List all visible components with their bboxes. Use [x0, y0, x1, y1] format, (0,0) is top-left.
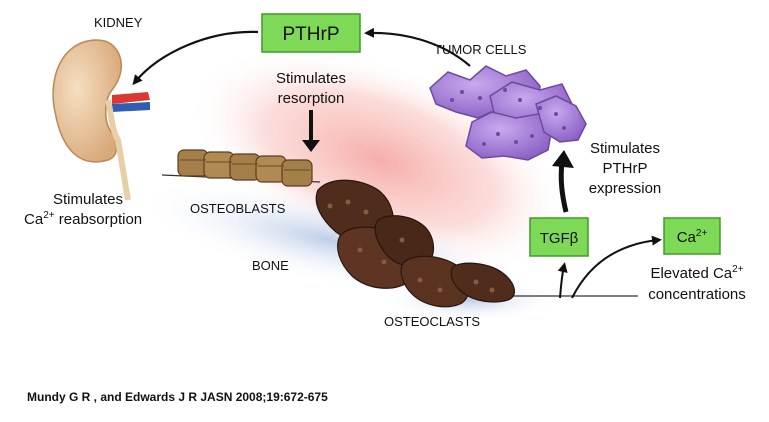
elevated-line2: concentrations — [648, 286, 746, 303]
ca-box-text: Ca — [677, 229, 697, 246]
tgfb-box-label: TGFβ — [540, 230, 579, 247]
pthrp-box-label: PTHrP — [283, 24, 340, 45]
ca-box-sup: 2+ — [696, 228, 708, 239]
tumor-effect-line2: PTHrP — [603, 160, 648, 177]
tumor-effect-line1: Stimulates — [590, 140, 660, 157]
pthrp-box — [261, 13, 361, 53]
tgfb-box — [529, 217, 589, 257]
arrow-pthrp-to-bone-head — [302, 140, 320, 152]
kidney-effect-line1: Stimulates — [53, 191, 123, 208]
kidney-effect-ca-sup: 2+ — [43, 210, 55, 221]
citation: Mundy G R , and Edwards J R JASN 2008;19… — [27, 390, 328, 404]
kidney-effect-rest: reabsorption — [55, 211, 143, 228]
kidney-effect-ca: Ca — [24, 211, 44, 228]
arrow-tgfb-to-tumor-head — [552, 150, 574, 168]
osteoclasts-illustration — [315, 179, 515, 308]
osteoblasts-illustration — [177, 149, 313, 187]
arrow-pthrp-to-kidney — [132, 30, 259, 86]
elevated-line1-sup: 2+ — [732, 264, 744, 275]
kidney-effect-line2: Ca2+ reabsorption — [24, 210, 142, 228]
ca-box-label: Ca2+ — [677, 228, 708, 246]
osteoblasts-label: OSTEOBLASTS — [190, 201, 286, 216]
tumor-cells-illustration — [429, 65, 587, 161]
pthrp-effect-line1: Stimulates — [276, 70, 346, 87]
arrow-bone-to-ca — [571, 235, 662, 299]
kidney-label: KIDNEY — [94, 15, 143, 30]
tumor-effect-line3: expression — [589, 180, 662, 197]
arrow-bone-to-tgfb — [557, 262, 568, 299]
ca-box — [663, 217, 721, 255]
arrow-tumor-to-pthrp — [364, 27, 471, 67]
bone-label: BONE — [252, 258, 289, 273]
osteoclasts-label: OSTEOCLASTS — [384, 314, 480, 329]
kidney-illustration — [52, 39, 150, 201]
tumor-cells-label: TUMOR CELLS — [434, 42, 527, 57]
arrow-tgfb-to-tumor — [558, 161, 569, 213]
elevated-line1: Elevated Ca2+ — [650, 264, 743, 282]
pthrp-effect-line2: resorption — [278, 90, 345, 107]
elevated-line1-text: Elevated Ca — [650, 265, 732, 282]
